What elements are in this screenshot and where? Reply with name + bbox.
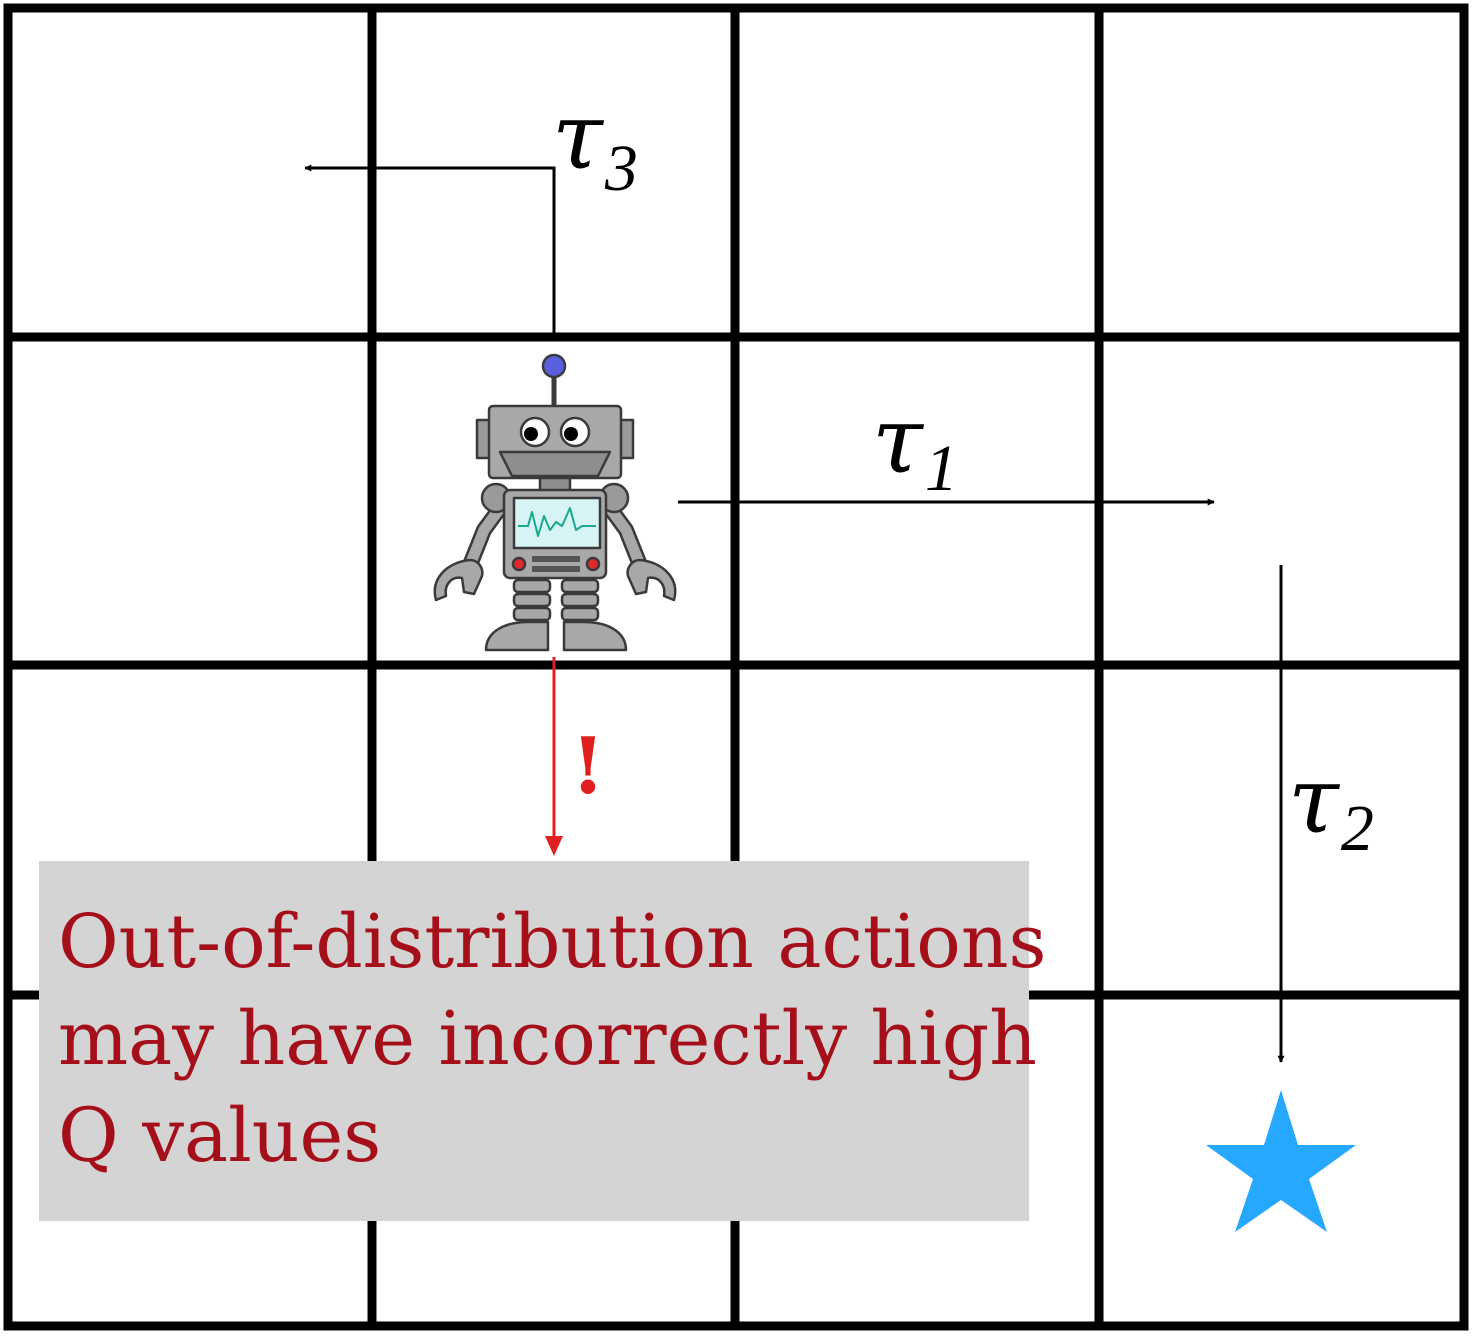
warning-note-box (39, 861, 1029, 1221)
trajectory-1-label: τ1 (872, 387, 958, 505)
warning-line-1: Out-of-distribution actions (58, 899, 1047, 985)
robot-icon (433, 353, 677, 652)
warning-line-3: Q values (58, 1093, 381, 1179)
trajectory-3-arrow (304, 164, 556, 337)
star-icon (1206, 1090, 1356, 1232)
trajectory-2-label: τ2 (1288, 747, 1374, 865)
warning-mark: ! (571, 721, 605, 812)
ood-action-arrowhead (545, 836, 563, 856)
warning-note-text: Out-of-distribution actions may have inc… (58, 899, 1047, 1179)
trajectory-3-label: τ3 (552, 83, 638, 205)
warning-line-2: may have incorrectly high (58, 996, 1037, 1082)
